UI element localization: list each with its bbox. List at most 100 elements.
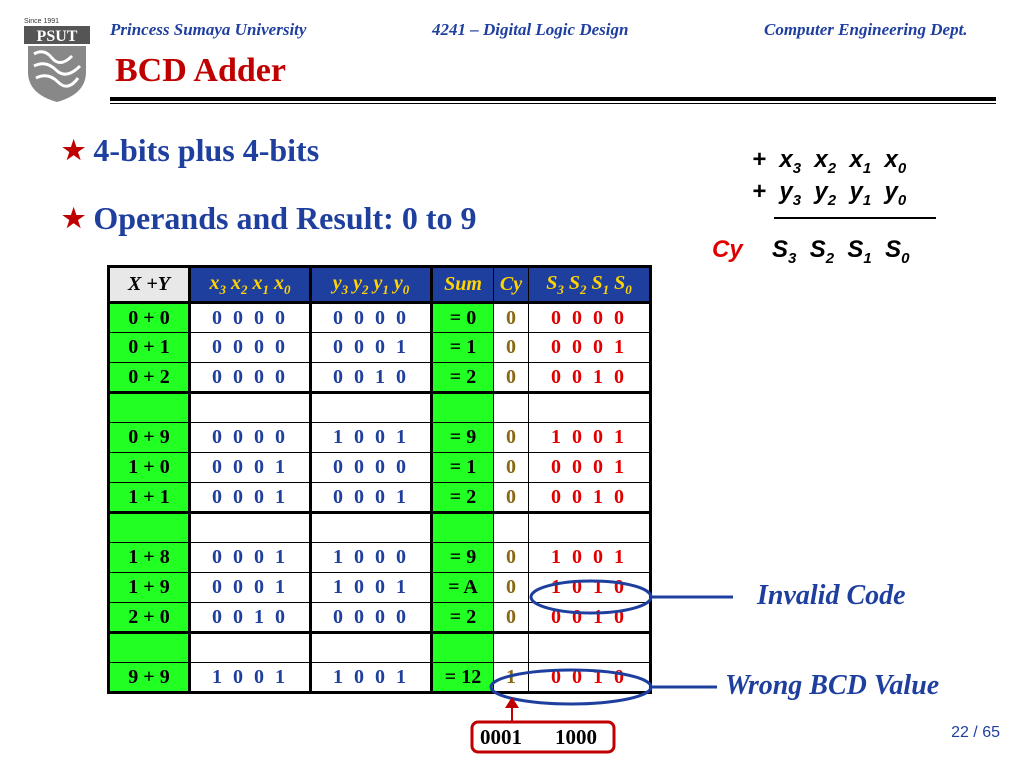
- cell-sum: = 9: [431, 422, 494, 453]
- table-row: [108, 392, 651, 423]
- cell-cy: 0: [493, 422, 529, 453]
- logo-since: Since 1991: [24, 18, 59, 25]
- cell-x-bits: [189, 512, 312, 543]
- cell-x-bits: 0 0 0 1: [189, 452, 312, 483]
- cell-y-bits: 0 0 0 0: [310, 602, 433, 634]
- cell-xy: 2 + 0: [108, 602, 191, 634]
- cell-y-bits: 0 0 0 0: [310, 452, 433, 483]
- cell-s-bits: 0 0 0 0: [528, 302, 651, 333]
- equation-row-x: + x3 x2 x1 x0: [752, 146, 907, 177]
- arrow-head-icon: [505, 697, 519, 708]
- cell-s-bits: [528, 512, 651, 543]
- cell-xy: 0 + 2: [108, 362, 191, 394]
- cell-s-bits: 0 0 1 0: [528, 482, 651, 514]
- cell-y-bits: 0 0 0 1: [310, 482, 433, 514]
- cell-x-bits: [189, 392, 312, 423]
- page-number: 22 / 65: [951, 724, 1000, 741]
- cell-sum: = 12: [431, 662, 494, 693]
- cell-y-bits: 1 0 0 1: [310, 662, 433, 693]
- logo-text: PSUT: [37, 28, 78, 45]
- cell-xy: [108, 392, 191, 423]
- cell-s-bits: 0 0 1 0: [528, 362, 651, 394]
- cell-xy: 0 + 9: [108, 422, 191, 453]
- wrong-bcd-label: Wrong BCD Value: [725, 670, 940, 701]
- cell-sum: = A: [431, 572, 494, 603]
- cell-x-bits: 0 0 0 0: [189, 362, 312, 394]
- cell-cy: 0: [493, 542, 529, 573]
- cell-y-bits: 0 0 0 0: [310, 302, 433, 333]
- cell-y-bits: 0 0 1 0: [310, 362, 433, 394]
- cell-xy: 9 + 9: [108, 662, 191, 693]
- cell-s-bits: 0 0 0 1: [528, 452, 651, 483]
- cell-sum: = 9: [431, 542, 494, 573]
- cell-sum: = 2: [431, 482, 494, 514]
- equation-row-s: S3 S2 S1 S0: [772, 236, 910, 267]
- header-y-bits: y3 y2 y1 y0: [310, 266, 433, 304]
- cell-cy: 0: [493, 482, 529, 514]
- university-name: Princess Sumaya University: [110, 20, 307, 39]
- cell-x-bits: 0 0 0 0: [189, 302, 312, 333]
- bullet-1: ★ 4-bits plus 4-bits: [62, 132, 319, 169]
- cell-cy: [493, 632, 529, 663]
- slide-title: BCD Adder: [115, 52, 286, 89]
- cell-cy: 0: [493, 452, 529, 483]
- cell-x-bits: 0 0 1 0: [189, 602, 312, 634]
- cell-xy: [108, 632, 191, 663]
- equation-row-y: + y3 y2 y1 y0: [752, 178, 907, 209]
- bullet-text: 4-bits plus 4-bits: [93, 132, 320, 168]
- cell-sum: [431, 632, 494, 663]
- cell-x-bits: 0 0 0 1: [189, 542, 312, 573]
- header-rule: [110, 97, 996, 101]
- header-rule-thin: [110, 103, 996, 104]
- header-s-bits: S3 S2 S1 S0: [528, 266, 651, 304]
- cell-sum: = 1: [431, 452, 494, 483]
- cell-xy: 1 + 1: [108, 482, 191, 514]
- star-icon: ★: [62, 203, 86, 233]
- wrong-bcd-ellipse: [489, 668, 653, 706]
- cell-sum: = 0: [431, 302, 494, 333]
- cell-xy: 1 + 0: [108, 452, 191, 483]
- cell-s-bits: 1 0 0 1: [528, 542, 651, 573]
- cell-y-bits: 0 0 0 1: [310, 332, 433, 363]
- header-sum: Sum: [431, 266, 494, 304]
- department-name: Computer Engineering Dept.: [764, 20, 968, 39]
- cell-x-bits: 0 0 0 1: [189, 482, 312, 514]
- cell-x-bits: 0 0 0 0: [189, 422, 312, 453]
- correct-value-a: 0001: [480, 725, 522, 749]
- correct-value-b: 1000: [555, 725, 597, 749]
- cell-x-bits: [189, 632, 312, 663]
- cell-x-bits: 1 0 0 1: [189, 662, 312, 693]
- cell-cy: 0: [493, 602, 529, 634]
- cell-xy: 1 + 8: [108, 542, 191, 573]
- cell-sum: = 1: [431, 332, 494, 363]
- equation-rule: [774, 217, 936, 219]
- invalid-code-ellipse: [529, 579, 653, 615]
- bullet-text: Operands and Result: 0 to 9: [93, 200, 477, 236]
- header-x-bits: x3 x2 x1 x0: [189, 266, 312, 304]
- table-header-row: X +Y x3 x2 x1 x0 y3 y2 y1 y0 Sum Cy S3 S…: [108, 266, 651, 304]
- cell-xy: 0 + 1: [108, 332, 191, 363]
- cell-sum: = 2: [431, 362, 494, 394]
- course-name: 4241 – Digital Logic Design: [432, 20, 629, 39]
- cell-sum: [431, 392, 494, 423]
- cell-sum: [431, 512, 494, 543]
- bcd-table: X +Y x3 x2 x1 x0 y3 y2 y1 y0 Sum Cy S3 S…: [107, 265, 652, 694]
- cell-y-bits: 1 0 0 1: [310, 572, 433, 603]
- psut-logo: Since 1991 PSUT: [22, 14, 92, 104]
- star-icon: ★: [62, 135, 86, 165]
- header-cy: Cy: [493, 266, 529, 304]
- cell-y-bits: 1 0 0 1: [310, 422, 433, 453]
- header-xy: X +Y: [108, 266, 191, 304]
- cell-x-bits: 0 0 0 0: [189, 332, 312, 363]
- invalid-code-label: Invalid Code: [757, 580, 906, 611]
- equation-cy: Cy: [712, 236, 743, 263]
- cell-cy: [493, 512, 529, 543]
- bullet-2: ★ Operands and Result: 0 to 9: [62, 200, 476, 237]
